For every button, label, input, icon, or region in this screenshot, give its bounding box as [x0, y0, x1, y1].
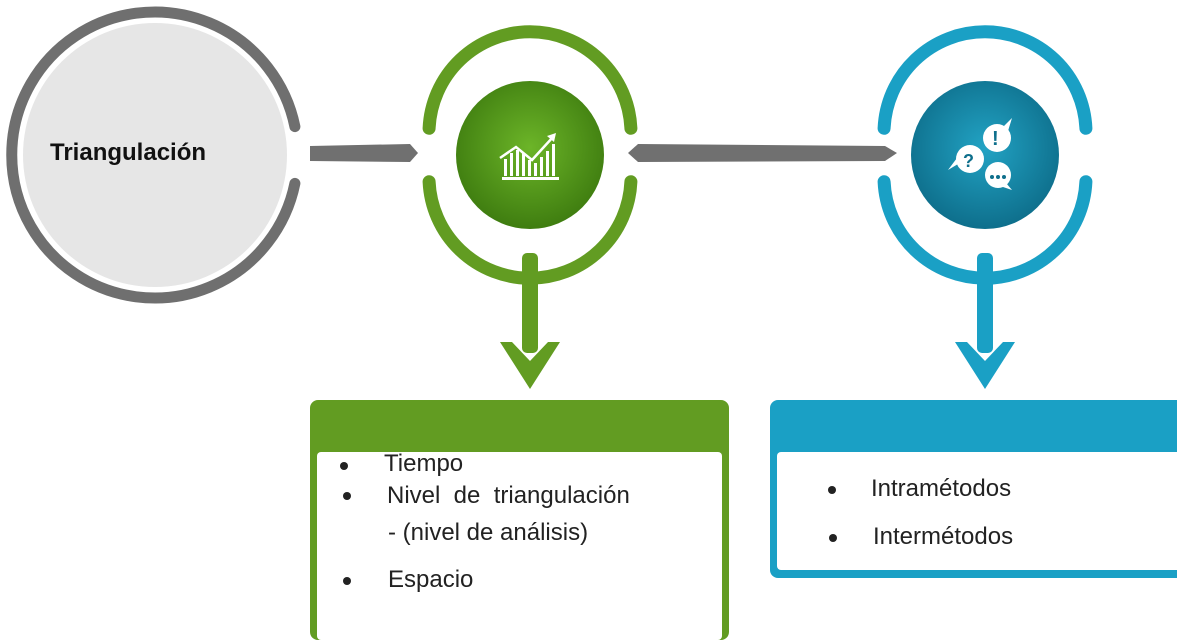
bullet-dot	[340, 462, 348, 470]
green-branch-card	[310, 400, 729, 640]
green-item-nivel-sub: - (nivel de análisis)	[388, 519, 589, 546]
bullet-dot	[828, 486, 836, 494]
green-item-espacio: Espacio	[388, 566, 474, 593]
bullet-dot	[343, 577, 351, 585]
green-branch-card-body	[317, 452, 722, 640]
blue-node: ! ?	[877, 25, 1093, 389]
blue-item-intrametodos: Intramétodos	[871, 475, 1012, 502]
svg-text:!: !	[992, 128, 999, 150]
green-item-tiempo: Tiempo	[384, 450, 464, 477]
diagram-canvas: ! ?	[6, 6, 1093, 389]
main-node-label: Triangulación	[50, 139, 207, 166]
green-node	[422, 25, 638, 389]
blue-branch-card-body	[777, 452, 1177, 570]
bullet-dot	[343, 492, 351, 500]
speech-bubbles-icon: ! ?	[948, 118, 1012, 190]
green-item-nivel: Nivel de triangulación	[387, 482, 630, 509]
blue-branch-card	[770, 400, 1177, 578]
bullet-dot	[829, 534, 837, 542]
connector-main-to-green	[310, 144, 418, 162]
main-node	[6, 6, 301, 304]
growth-chart-icon	[499, 133, 559, 180]
connector-green-to-blue	[628, 144, 897, 162]
blue-item-intermetodos: Intermétodos	[873, 523, 1014, 550]
svg-text:?: ?	[963, 151, 974, 171]
